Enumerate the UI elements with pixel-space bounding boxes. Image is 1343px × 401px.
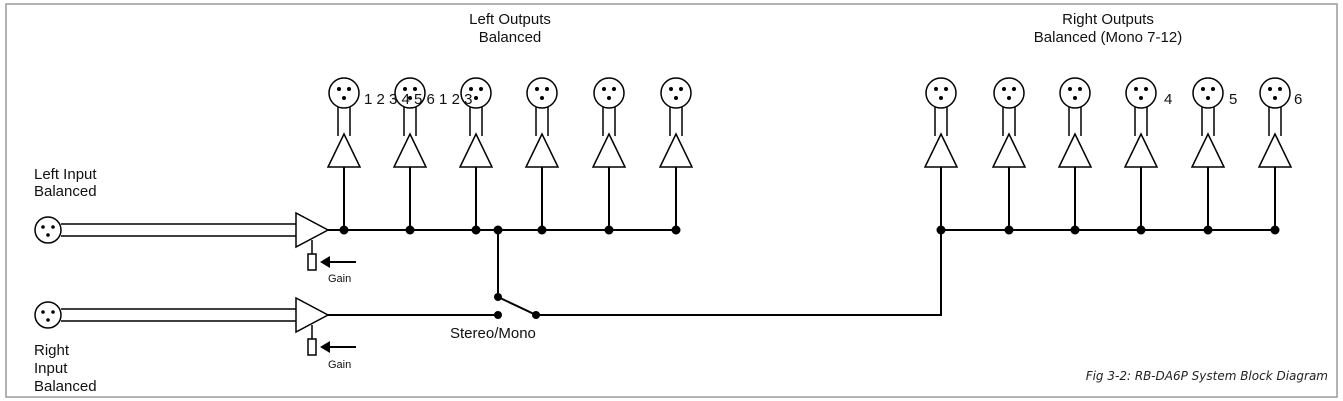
output-cable bbox=[1134, 107, 1148, 136]
right-output-channel bbox=[1257, 77, 1293, 235]
left-output-channel bbox=[326, 77, 362, 235]
left-input-label: Left Input bbox=[34, 166, 97, 183]
right-input-label: Right bbox=[34, 342, 70, 359]
output-amplifier bbox=[458, 132, 494, 168]
bus-tap-dot bbox=[1270, 225, 1280, 235]
right-output-number-6: 6 bbox=[1294, 91, 1302, 108]
xlr-connector-icon bbox=[660, 77, 692, 109]
right-input-connector-icon bbox=[34, 301, 62, 329]
xlr-connector-icon bbox=[394, 77, 426, 109]
output-cable bbox=[1002, 107, 1016, 136]
xlr-connector-icon bbox=[925, 77, 957, 109]
xlr-connector-icon bbox=[593, 77, 625, 109]
left-outputs-title: Left Outputs bbox=[469, 11, 551, 28]
xlr-connector-icon bbox=[328, 77, 360, 109]
right-output-channel bbox=[923, 77, 959, 235]
left-output-channels bbox=[326, 77, 694, 235]
output-amplifier bbox=[1257, 132, 1293, 168]
output-amplifier bbox=[326, 132, 362, 168]
right-output-channel bbox=[1057, 77, 1093, 235]
output-amplifier bbox=[1190, 132, 1226, 168]
output-cable bbox=[337, 107, 351, 136]
right-output-channels bbox=[923, 77, 1293, 235]
output-cable bbox=[1201, 107, 1215, 136]
output-cable bbox=[403, 107, 417, 136]
right-input-cable bbox=[61, 308, 296, 322]
switch-contact-bottom bbox=[494, 311, 502, 319]
left-output-channel bbox=[658, 77, 694, 235]
bus-tap-dot bbox=[537, 225, 547, 235]
bus-tap-dot bbox=[339, 225, 349, 235]
right-gain-pot-icon bbox=[307, 325, 356, 356]
bus-tap-dot bbox=[471, 225, 481, 235]
right-outputs-title: Right Outputs bbox=[1062, 11, 1154, 28]
output-amplifier bbox=[658, 132, 694, 168]
output-amplifier bbox=[524, 132, 560, 168]
bus-tap-dot bbox=[671, 225, 681, 235]
left-input-connector-icon bbox=[34, 216, 62, 244]
bus-tap-dot bbox=[936, 225, 946, 235]
figure-caption: Fig 3-2: RB-DA6P System Block Diagram bbox=[1086, 369, 1328, 383]
right-outputs-subtitle: Balanced (Mono 7-12) bbox=[1034, 29, 1182, 46]
switch-junction-dot bbox=[493, 225, 503, 235]
left-input-cable bbox=[61, 223, 296, 237]
right-output-number-5: 5 bbox=[1229, 91, 1237, 108]
output-amplifier bbox=[392, 132, 428, 168]
left-gain-pot-icon bbox=[307, 240, 356, 271]
xlr-connector-icon bbox=[460, 77, 492, 109]
bus-tap-dot bbox=[604, 225, 614, 235]
left-input-amplifier bbox=[295, 211, 330, 249]
output-amplifier bbox=[1123, 132, 1159, 168]
stereo-mono-switch-lever bbox=[497, 296, 535, 315]
xlr-connector-icon bbox=[993, 77, 1025, 109]
stereo-mono-label: Stereo/Mono bbox=[450, 325, 536, 342]
output-cable bbox=[469, 107, 483, 136]
right-input-label-2: Input bbox=[34, 360, 68, 377]
left-outputs-subtitle: Balanced bbox=[479, 29, 542, 46]
left-output-numbers: 1 2 3 4 5 6 1 2 3 bbox=[364, 91, 472, 108]
xlr-connector-icon bbox=[1125, 77, 1157, 109]
right-output-number-4: 4 bbox=[1164, 91, 1172, 108]
diagram-frame bbox=[5, 3, 1338, 398]
output-cable bbox=[1268, 107, 1282, 136]
left-gain-label: Gain bbox=[328, 273, 351, 285]
mono-feed-line bbox=[536, 230, 942, 316]
output-amplifier bbox=[591, 132, 627, 168]
bus-tap-dot bbox=[1136, 225, 1146, 235]
xlr-connector-icon bbox=[1192, 77, 1224, 109]
bus-tap-dot bbox=[405, 225, 415, 235]
left-input-sublabel: Balanced bbox=[34, 183, 97, 200]
output-amplifier bbox=[991, 132, 1027, 168]
output-cable bbox=[1068, 107, 1082, 136]
left-output-channel bbox=[524, 77, 560, 235]
right-gain-label: Gain bbox=[328, 359, 351, 371]
output-cable bbox=[602, 107, 616, 136]
right-output-channel bbox=[1190, 77, 1226, 235]
output-cable bbox=[934, 107, 948, 136]
xlr-connector-icon bbox=[1059, 77, 1091, 109]
left-output-channel bbox=[392, 77, 428, 235]
right-output-channel bbox=[991, 77, 1027, 235]
right-output-channel bbox=[1123, 77, 1159, 235]
left-output-channel bbox=[591, 77, 627, 235]
left-output-channel bbox=[458, 77, 494, 235]
output-amplifier bbox=[1057, 132, 1093, 168]
right-input-label-3: Balanced bbox=[34, 378, 97, 395]
output-amplifier bbox=[923, 132, 959, 168]
right-input-amplifier bbox=[295, 296, 330, 334]
output-cable bbox=[535, 107, 549, 136]
bus-tap-dot bbox=[1004, 225, 1014, 235]
bus-tap-dot bbox=[1070, 225, 1080, 235]
xlr-connector-icon bbox=[1259, 77, 1291, 109]
xlr-connector-icon bbox=[526, 77, 558, 109]
output-cable bbox=[669, 107, 683, 136]
bus-tap-dot bbox=[1203, 225, 1213, 235]
